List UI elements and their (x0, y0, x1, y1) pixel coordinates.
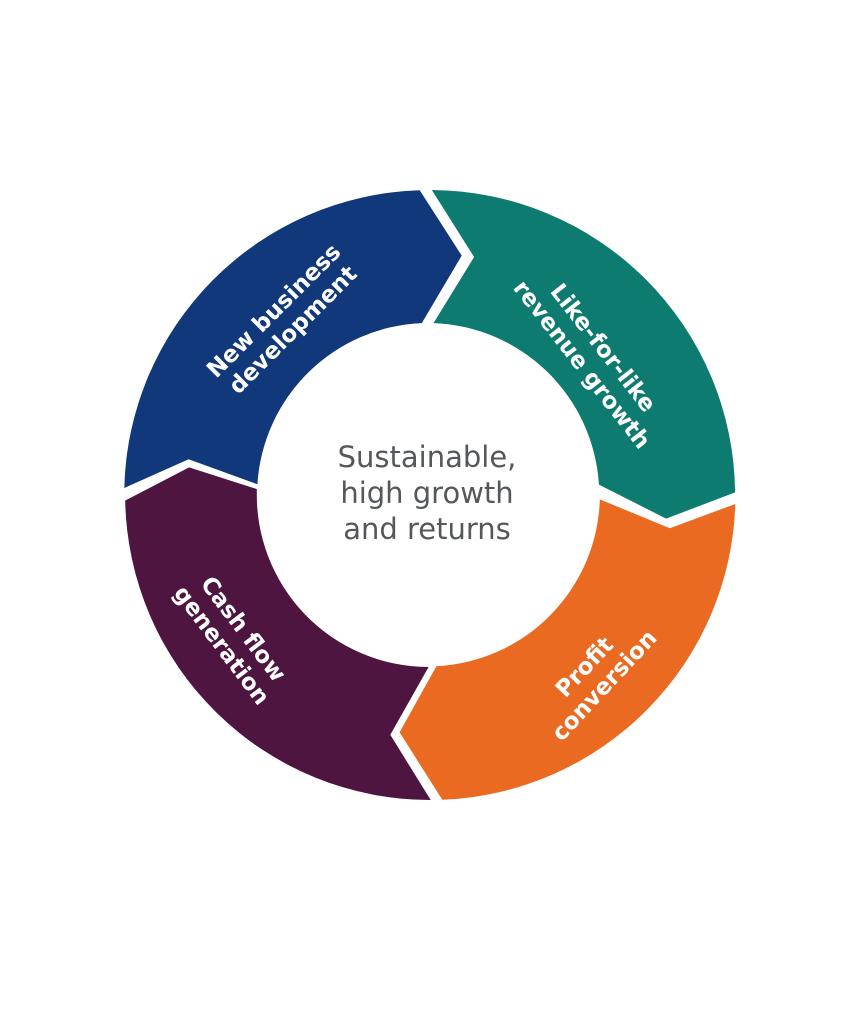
segment-profit-conversion (399, 499, 736, 800)
center-line: Sustainable, (338, 440, 517, 474)
segment-cash-flow-generation (125, 467, 431, 801)
center-line: and returns (343, 512, 511, 546)
center-line: high growth (340, 476, 513, 510)
segment-new-business-development (124, 190, 462, 488)
segment-like-for-like-revenue-growth (431, 190, 736, 519)
center-statement: Sustainable, high growth and returns (338, 440, 517, 546)
